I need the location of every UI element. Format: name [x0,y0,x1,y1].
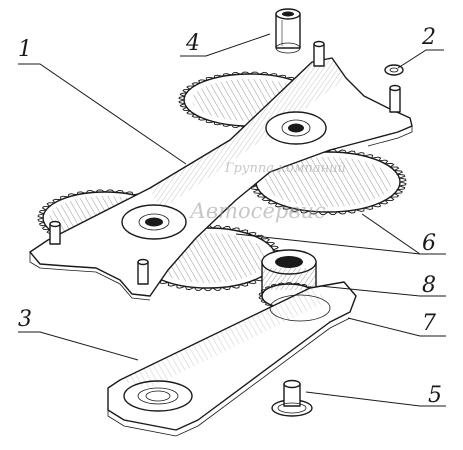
bearing-part-8 [258,249,320,310]
watermark-line-1: Группа компаний [224,161,346,176]
stud-part-5 [271,379,313,417]
callout-6: 6 [422,231,436,256]
leader-8 [319,285,446,297]
callout-3: 3 [18,307,32,332]
callout-5: 5 [428,383,442,408]
leader-lines [18,33,446,407]
callout-4: 4 [185,31,200,56]
watermark-line-2: Автосервис [188,199,326,223]
stud-right [389,84,401,113]
leader-7 [347,317,446,337]
bushing-part-4 [275,8,301,54]
leader-3 [18,331,139,361]
gear-front-right [249,149,407,215]
callout-8: 8 [422,273,436,298]
callout-2: 2 [421,25,436,50]
upper-plate [29,57,413,301]
leader-6b [235,233,421,255]
stud-left [49,220,61,245]
stud-bottom [137,258,149,285]
leader-2 [397,49,444,69]
callout-7: 7 [422,311,436,336]
lower-plate [107,281,357,437]
leader-1 [18,63,187,165]
callout-1: 1 [18,37,32,62]
leader-4 [180,33,271,57]
leader-5 [305,391,446,407]
stud-top [313,40,325,67]
